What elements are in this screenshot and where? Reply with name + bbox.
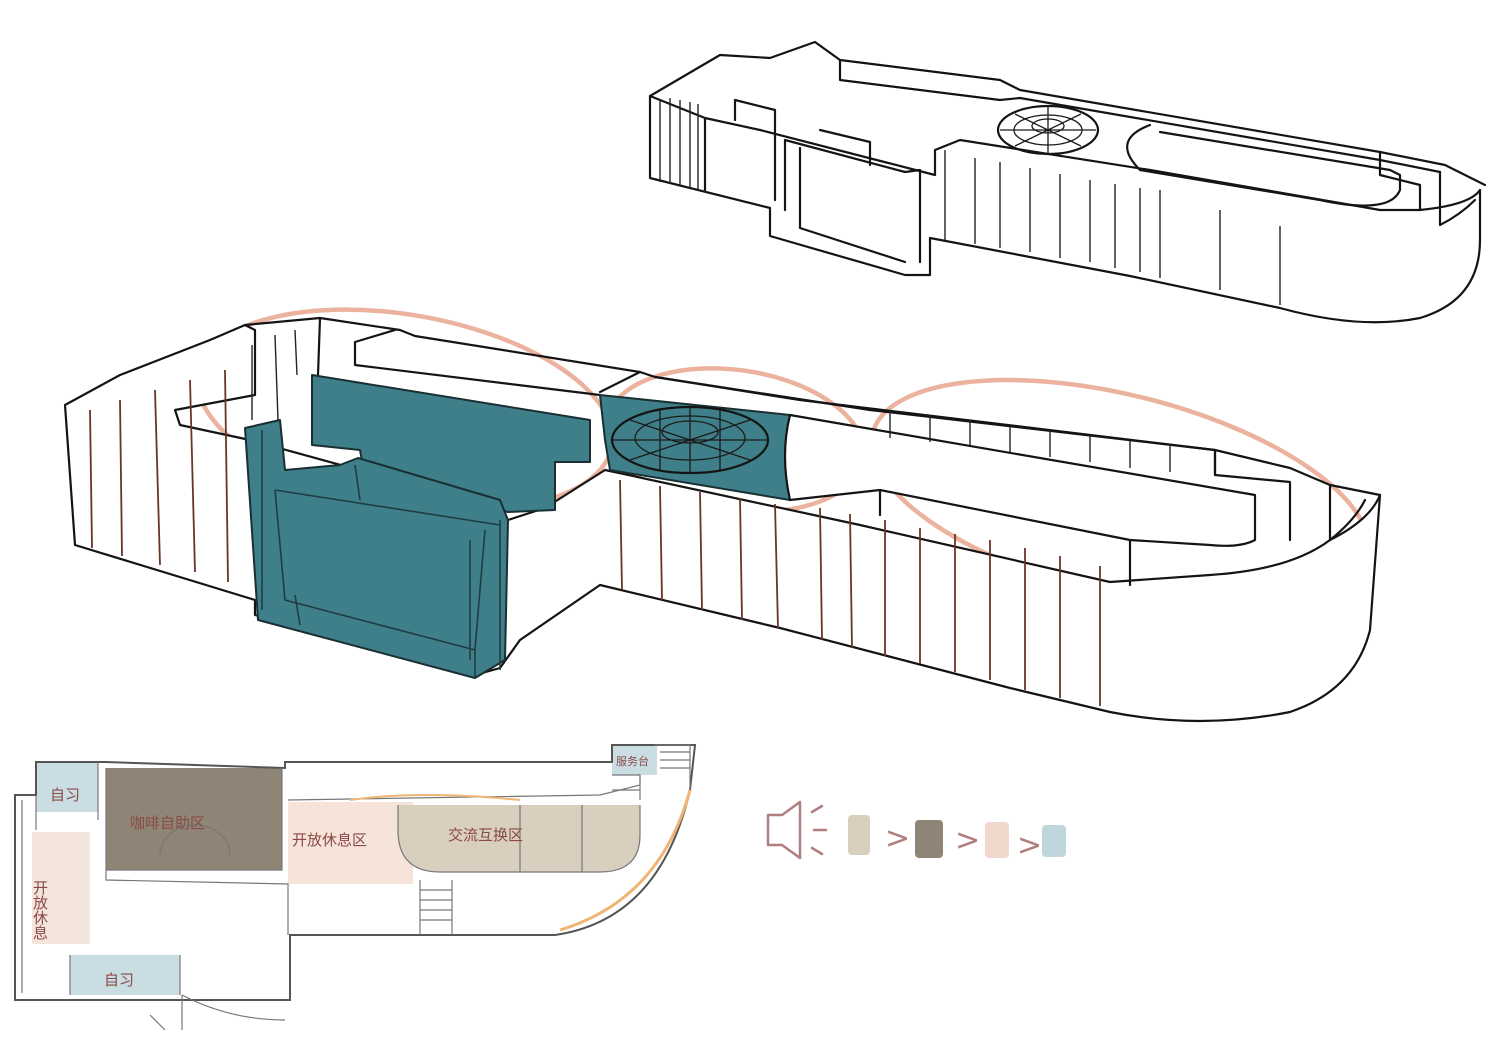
label-office-top: 自习 <box>50 786 80 804</box>
outline-inner-back <box>838 58 1442 174</box>
axonometric-main <box>63 307 1382 723</box>
label-office-bottom: 自习 <box>104 971 134 989</box>
legend-swatch-3 <box>985 822 1009 858</box>
axonometric-outline-drawing <box>648 40 1487 324</box>
label-corner: 服务台 <box>616 754 649 768</box>
label-cafe: 咖啡自助区 <box>130 814 205 832</box>
sound-legend: > > > <box>766 800 1066 863</box>
main-wall-ribs <box>89 329 1171 706</box>
legend-arrow-2: > <box>955 823 980 858</box>
outline-dome <box>996 104 1100 156</box>
legend-swatch-2 <box>915 820 943 858</box>
label-side-rest: 开放休息 <box>31 880 49 940</box>
zone-side-rest <box>32 832 90 944</box>
legend-arrow-3: > <box>1017 828 1042 863</box>
legend-swatch-4 <box>1042 825 1066 857</box>
zone-corner <box>612 745 657 775</box>
teal-cafe-frame <box>244 419 509 679</box>
legend-arrow-1: > <box>885 821 910 856</box>
main-right-end <box>1213 448 1367 542</box>
zone-exchange <box>398 805 640 872</box>
label-lounge: 开放休息区 <box>292 831 367 849</box>
zone-office-top <box>36 762 98 812</box>
teal-floor-plate <box>599 394 791 501</box>
outline-columns <box>659 98 1281 305</box>
label-exchange: 交流互换区 <box>448 826 523 844</box>
outline-left-block <box>703 98 777 202</box>
speaker-icon <box>766 800 828 860</box>
outline-back-edge <box>648 40 1487 187</box>
outline-right-end <box>1378 150 1477 227</box>
zone-cafe <box>106 768 282 870</box>
zone-office-bottom <box>70 955 180 995</box>
main-dome <box>610 405 770 475</box>
outline-curved-platform <box>1126 123 1402 207</box>
zone-lounge <box>288 802 413 884</box>
legend-swatch-1 <box>848 815 870 855</box>
floor-plan: 自习 自习 咖啡自助区 开放休息区 交流互换区 服务台 开放休息 <box>14 744 697 1031</box>
outline-counter <box>783 128 922 264</box>
main-curved-platform <box>783 413 1257 547</box>
